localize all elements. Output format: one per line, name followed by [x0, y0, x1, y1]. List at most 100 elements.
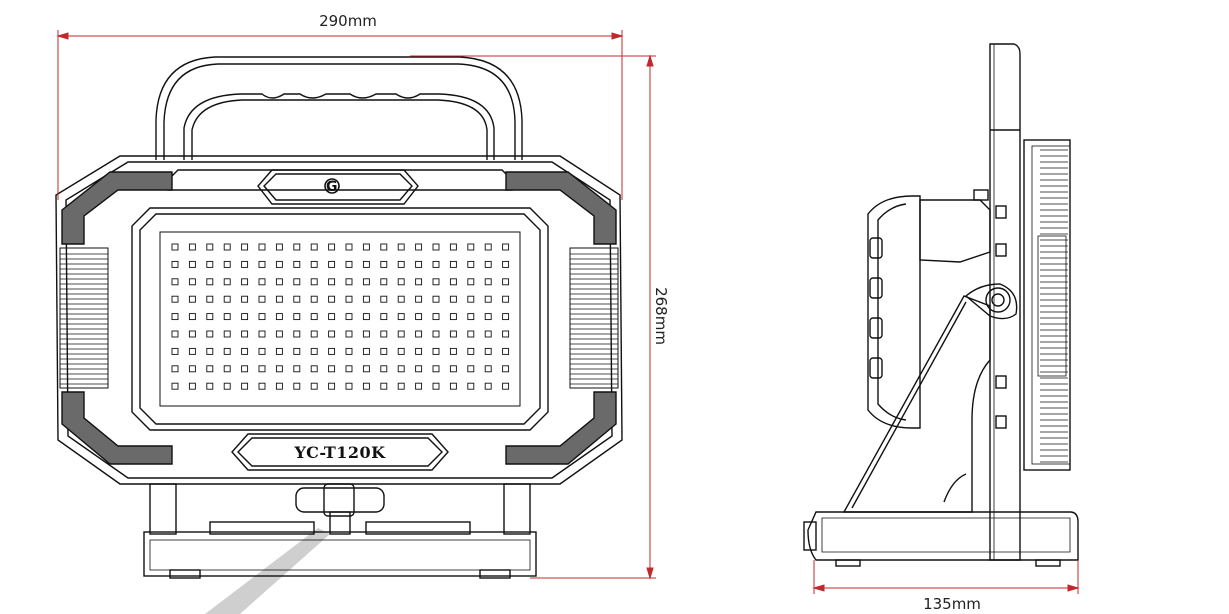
- led-cell: [328, 365, 336, 373]
- led-cell: [223, 365, 231, 373]
- led-cell: [467, 365, 475, 373]
- led-cell: [345, 260, 353, 268]
- led-cell: [223, 382, 231, 390]
- led-cell: [502, 260, 510, 268]
- led-cell: [328, 347, 336, 355]
- led-cell: [345, 347, 353, 355]
- led-cell: [362, 382, 370, 390]
- led-cell: [328, 313, 336, 321]
- led-cell: [415, 243, 423, 251]
- led-cell: [449, 382, 457, 390]
- led-cell: [397, 243, 405, 251]
- led-cell: [432, 347, 440, 355]
- led-cell: [449, 295, 457, 303]
- led-cell: [502, 243, 510, 251]
- led-cell: [328, 382, 336, 390]
- light-beam: [205, 528, 330, 614]
- led-cell: [188, 313, 196, 321]
- led-cell: [293, 313, 301, 321]
- led-cell: [484, 243, 492, 251]
- led-cell: [310, 295, 318, 303]
- led-cell: [293, 365, 301, 373]
- left-grip: [59, 247, 109, 389]
- led-cell: [380, 313, 388, 321]
- led-cell: [502, 382, 510, 390]
- led-cell: [258, 382, 266, 390]
- led-cell: [467, 382, 475, 390]
- led-cell: [380, 295, 388, 303]
- led-cell: [258, 313, 266, 321]
- led-cell: [415, 295, 423, 303]
- led-cell: [502, 313, 510, 321]
- led-cell: [432, 313, 440, 321]
- led-cell: [467, 313, 475, 321]
- led-cell: [362, 278, 370, 286]
- led-cell: [310, 313, 318, 321]
- led-cell: [258, 365, 266, 373]
- led-cell: [223, 347, 231, 355]
- led-cell: [171, 260, 179, 268]
- led-cell: [171, 243, 179, 251]
- led-cell: [484, 313, 492, 321]
- logo-mark: G: [326, 179, 338, 195]
- led-cell: [188, 243, 196, 251]
- led-cell: [449, 313, 457, 321]
- side-base: [803, 511, 1079, 567]
- led-cell: [275, 295, 283, 303]
- led-cell: [432, 382, 440, 390]
- led-cell: [275, 243, 283, 251]
- led-cell: [415, 278, 423, 286]
- led-cell: [188, 278, 196, 286]
- led-cell: [449, 347, 457, 355]
- led-cell: [328, 243, 336, 251]
- led-cell: [171, 382, 179, 390]
- led-cell: [397, 365, 405, 373]
- led-cell: [258, 295, 266, 303]
- led-cell: [432, 278, 440, 286]
- front-view: G YC-T120K: [55, 56, 623, 614]
- led-cell: [310, 260, 318, 268]
- led-cell: [310, 278, 318, 286]
- tilt-knob[interactable]: [295, 483, 385, 535]
- led-cell: [293, 347, 301, 355]
- led-cell: [380, 347, 388, 355]
- led-cell: [362, 330, 370, 338]
- led-cell: [206, 260, 214, 268]
- led-cell: [223, 278, 231, 286]
- led-cell: [449, 260, 457, 268]
- led-cell: [415, 330, 423, 338]
- led-cell: [502, 295, 510, 303]
- led-cell: [484, 330, 492, 338]
- led-cell: [310, 382, 318, 390]
- led-cell: [502, 365, 510, 373]
- led-cell: [502, 330, 510, 338]
- led-cell: [345, 295, 353, 303]
- heat-sink-fins: [1040, 149, 1068, 463]
- led-cell: [397, 330, 405, 338]
- carry-handle: [155, 56, 523, 160]
- led-cell: [310, 347, 318, 355]
- led-cell: [241, 243, 249, 251]
- corner-pads: [61, 171, 617, 465]
- led-cell: [432, 330, 440, 338]
- led-cell: [241, 295, 249, 303]
- model-label: YC-T120K: [293, 443, 386, 462]
- height-label: 268mm: [652, 287, 670, 345]
- led-cell: [415, 382, 423, 390]
- led-cell: [345, 313, 353, 321]
- led-cell: [223, 243, 231, 251]
- model-plate: [231, 433, 449, 471]
- led-cell: [241, 365, 249, 373]
- led-cell: [241, 347, 249, 355]
- led-cell: [241, 260, 249, 268]
- led-cell: [328, 278, 336, 286]
- led-cell: [362, 313, 370, 321]
- led-cell: [188, 347, 196, 355]
- led-cell: [206, 382, 214, 390]
- led-cell: [484, 382, 492, 390]
- led-cell: [275, 330, 283, 338]
- side-view: [803, 43, 1079, 567]
- led-cell: [449, 243, 457, 251]
- led-cell: [467, 347, 475, 355]
